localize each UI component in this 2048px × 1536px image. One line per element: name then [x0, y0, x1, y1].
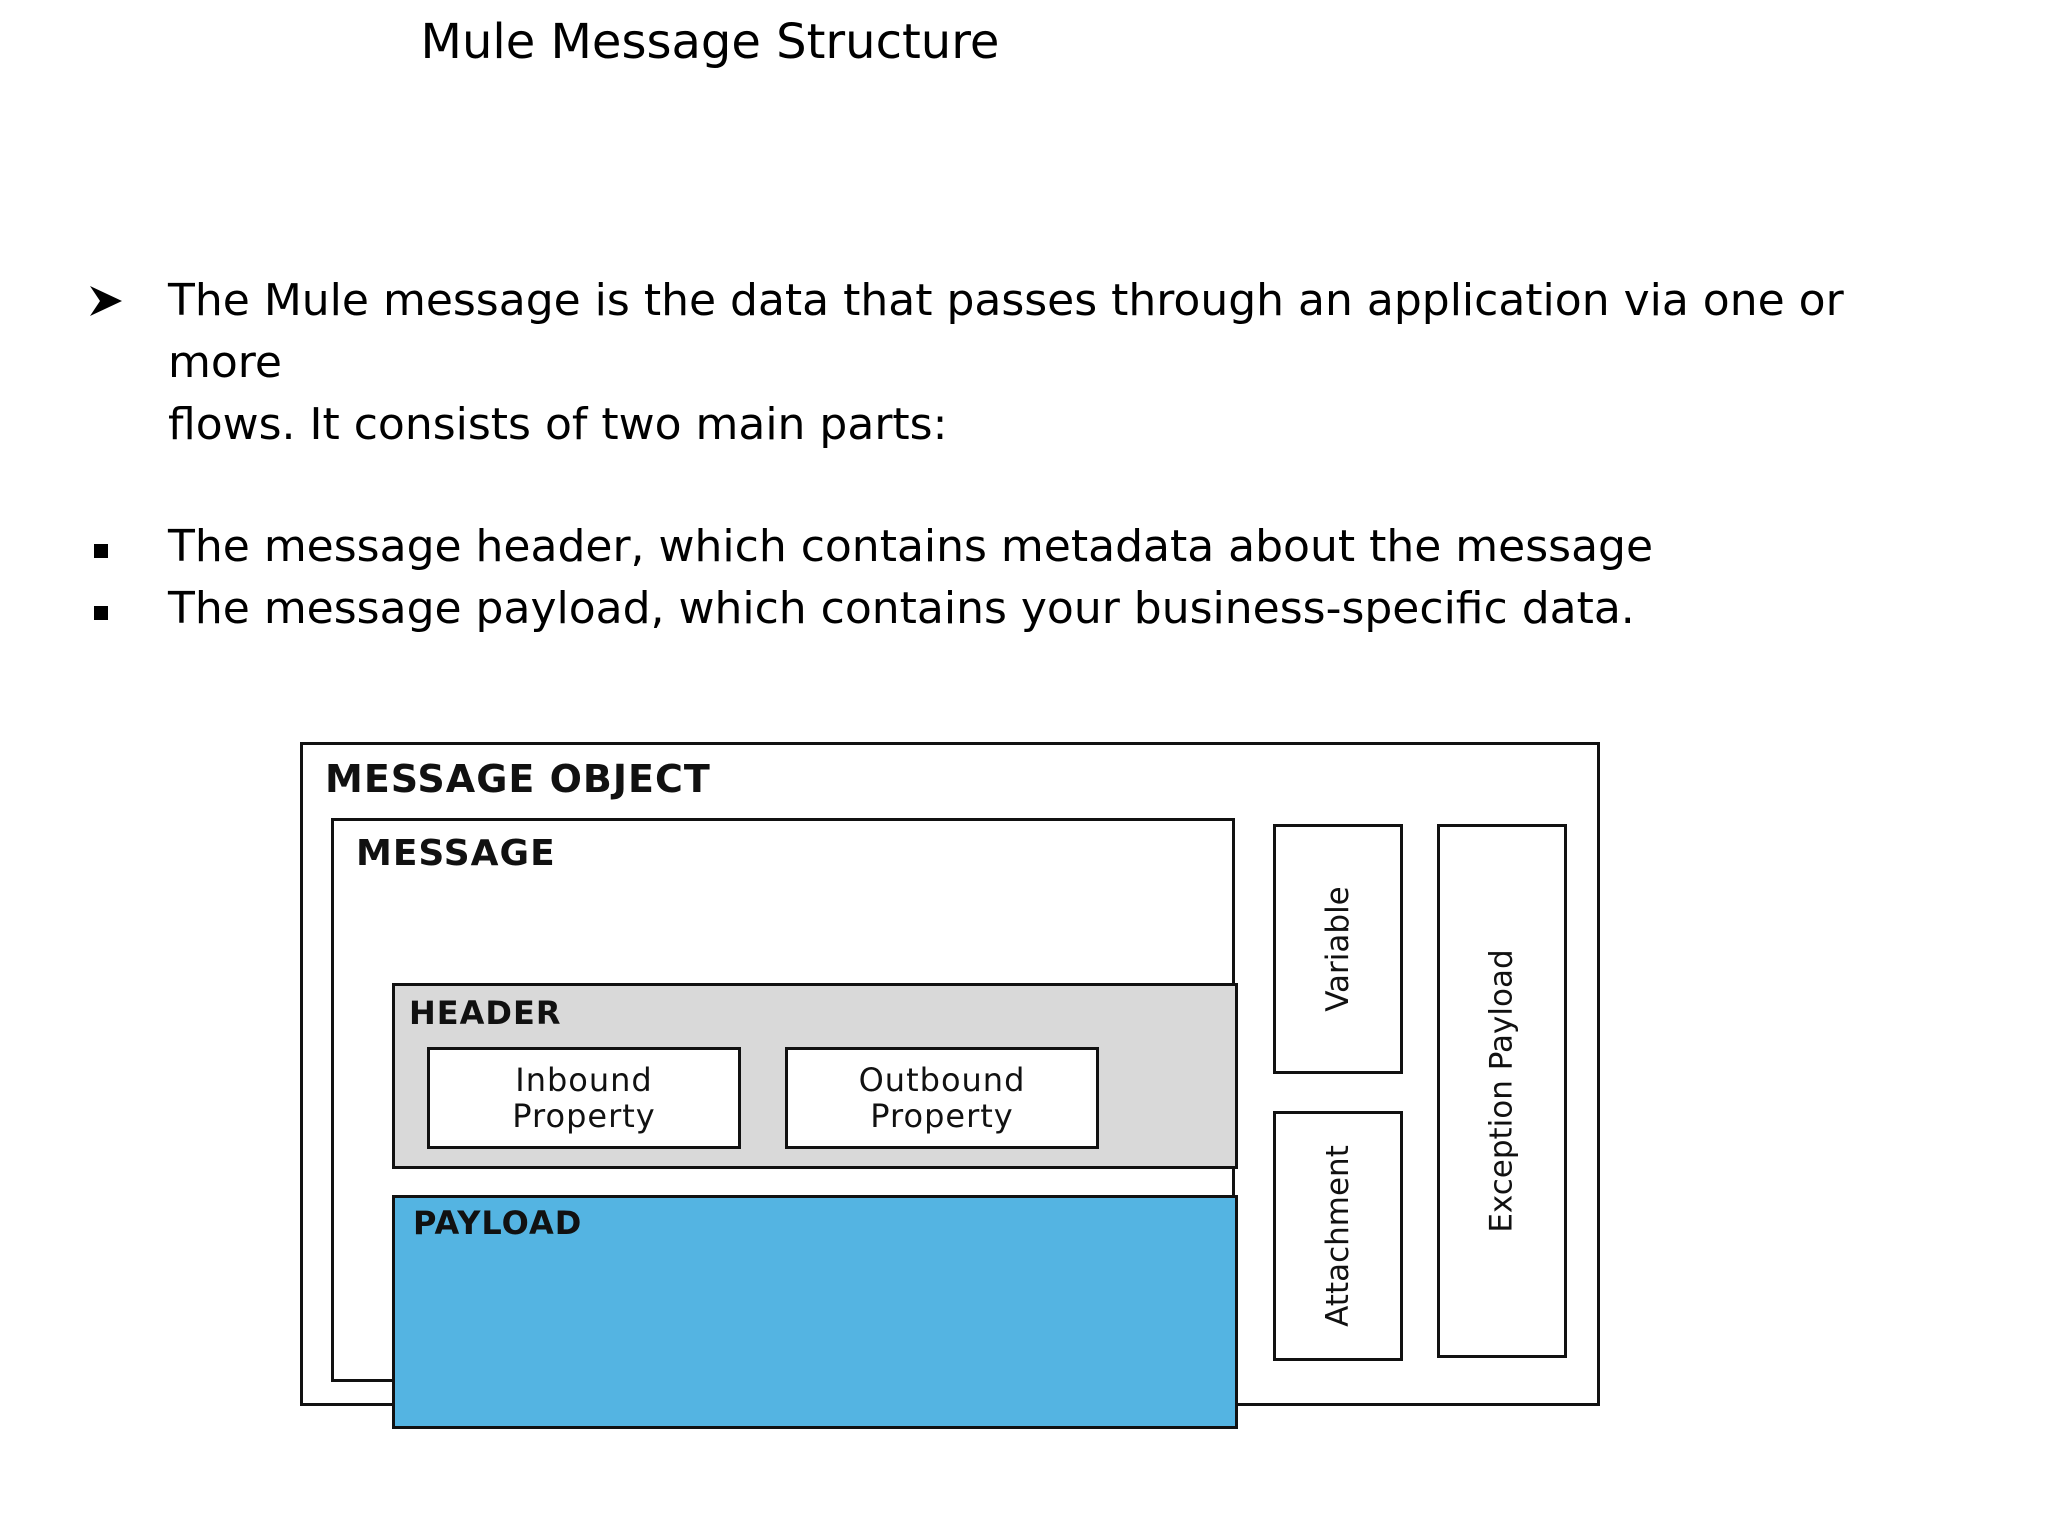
attachment-box: Attachment	[1273, 1111, 1403, 1361]
message-label: MESSAGE	[356, 833, 556, 874]
header-box: HEADER Inbound Property Outbound Propert…	[392, 983, 1238, 1169]
message-box: MESSAGE HEADER Inbound Property Outbound…	[331, 818, 1238, 1429]
message-object-label: MESSAGE OBJECT	[325, 757, 711, 801]
square-bullet-icon	[94, 544, 108, 558]
variable-box: Variable	[1273, 824, 1403, 1074]
outbound-property-line-2: Property	[870, 1097, 1014, 1135]
bullet-text: The message payload, which contains your…	[168, 583, 1635, 634]
payload-box: PAYLOAD	[392, 1195, 1238, 1429]
inbound-property-line-1: Inbound	[515, 1061, 653, 1099]
intro-bullet-line-1: The Mule message is the data that passes…	[168, 275, 1844, 388]
arrow-bullet-icon	[88, 270, 168, 318]
intro-bullet-line-2: flows. It consists of two main parts:	[168, 399, 948, 450]
variable-label: Variable	[1320, 886, 1357, 1012]
bullet-text: The message header, which contains metad…	[168, 521, 1654, 572]
header-label: HEADER	[409, 994, 562, 1032]
payload-label: PAYLOAD	[413, 1204, 583, 1242]
bullet-item-header: The message header, which contains metad…	[88, 516, 1968, 578]
inbound-property-box: Inbound Property	[427, 1047, 741, 1149]
bullet-item-payload: The message payload, which contains your…	[88, 578, 1968, 640]
exception-payload-box: Exception Payload	[1437, 824, 1567, 1358]
slide-title: Mule Message Structure	[420, 14, 1000, 70]
attachment-label: Attachment	[1320, 1145, 1357, 1327]
square-bullet-icon	[94, 606, 108, 620]
exception-payload-label: Exception Payload	[1484, 949, 1521, 1233]
message-object-box: MESSAGE OBJECT MESSAGE HEADER Inbound Pr…	[300, 742, 1600, 1429]
intro-bullet: The Mule message is the data that passes…	[88, 270, 1968, 456]
mule-message-diagram: MESSAGE OBJECT MESSAGE HEADER Inbound Pr…	[300, 742, 1600, 1429]
outbound-property-line-1: Outbound	[858, 1061, 1026, 1099]
intro-bullet-text: The Mule message is the data that passes…	[168, 270, 1968, 456]
inbound-property-line-2: Property	[512, 1097, 656, 1135]
outbound-property-box: Outbound Property	[785, 1047, 1099, 1149]
